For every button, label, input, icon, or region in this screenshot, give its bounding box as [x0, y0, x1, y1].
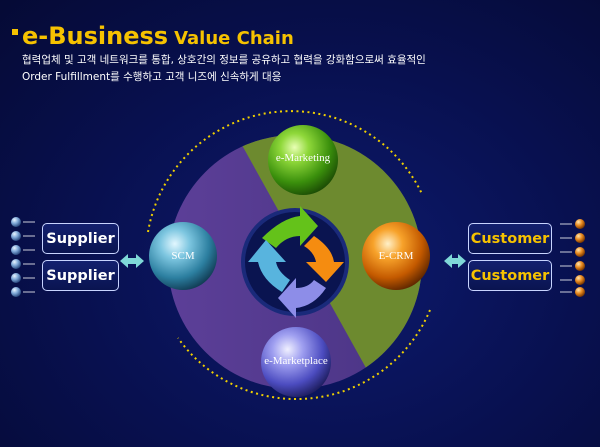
e-crm-label: E-CRM: [378, 250, 414, 262]
title-main: e-Business: [22, 22, 169, 50]
description-line-2: Order Fulfillment를 수행하고 고객 니즈에 신속하게 대응: [22, 71, 282, 83]
orange-cycle-arrow: [304, 236, 344, 282]
dotted-orbit-top: [147, 110, 423, 233]
e-marketing-sphere: [268, 125, 338, 195]
left-double-arrow-icon: [120, 254, 144, 268]
supplier-nodes: [11, 217, 35, 297]
dotted-orbit-bottom: [177, 309, 431, 401]
green-cycle-arrow: [262, 206, 318, 248]
right-double-arrow-icon: [444, 254, 466, 268]
e-marketplace-sphere: [261, 327, 331, 397]
e-marketplace-label: e-Marketplace: [264, 355, 328, 367]
e-marketing-label: e-Marketing: [275, 152, 331, 164]
e-crm-sphere: [362, 222, 430, 290]
description: 협력업체 및 고객 네트워크를 통합, 상호간의 정보를 공유하고 협력을 강화…: [22, 52, 426, 86]
supplier-box-1: Supplier: [42, 223, 119, 254]
title-bullet: [12, 29, 18, 35]
blue-cycle-arrow: [248, 240, 290, 292]
cycle-arrows: [248, 206, 344, 318]
supplier-box-2: Supplier: [42, 260, 119, 291]
purple-cycle-arrow: [278, 278, 326, 318]
customer-box-2: Customer: [468, 260, 552, 291]
customer-nodes: [560, 219, 585, 297]
scm-sphere: [149, 222, 217, 290]
title-sub: Value Chain: [174, 28, 294, 49]
customer-box-1: Customer: [468, 223, 552, 254]
scm-label: SCM: [171, 250, 195, 262]
description-line-1: 협력업체 및 고객 네트워크를 통합, 상호간의 정보를 공유하고 협력을 강화…: [22, 54, 426, 66]
